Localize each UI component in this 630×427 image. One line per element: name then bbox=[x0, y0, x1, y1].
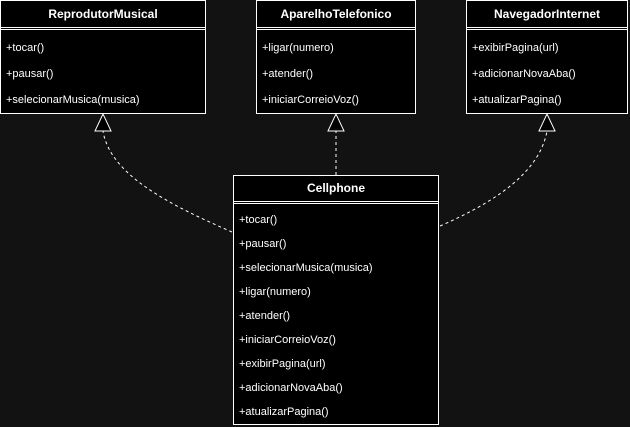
realization-line-reprodutor bbox=[102, 130, 233, 233]
method-list: +tocar() +pausar() +selecionarMusica(music… bbox=[234, 204, 438, 424]
method-item[interactable]: +pausar() bbox=[239, 238, 287, 250]
method-list: +exibirPagina(url) +adicionarNovaAba() +at… bbox=[467, 30, 627, 113]
class-divider bbox=[467, 27, 627, 30]
class-aparelho-telefonico[interactable]: AparelhoTelefonico +ligar(numero) +atende… bbox=[256, 0, 416, 114]
method-item[interactable]: +adicionarNovaAba() bbox=[472, 68, 576, 80]
method-list: +tocar() +pausar() +selecionarMusica(music… bbox=[1, 30, 205, 113]
realization-line-navegador bbox=[439, 130, 548, 227]
method-item[interactable]: +selecionarMusica(musica) bbox=[239, 262, 373, 274]
class-navegador-internet[interactable]: NavegadorInternet +exibirPagina(url) +adi… bbox=[466, 0, 628, 114]
method-item[interactable]: +iniciarCorreioVoz() bbox=[262, 94, 359, 106]
class-name: Cellphone bbox=[306, 181, 365, 195]
method-item[interactable]: +pausar() bbox=[6, 68, 54, 80]
class-divider bbox=[1, 27, 205, 30]
class-divider bbox=[234, 201, 438, 204]
method-item[interactable]: +tocar() bbox=[6, 42, 45, 54]
class-cellphone[interactable]: Cellphone +tocar() +pausar() +selecionarMu… bbox=[233, 175, 439, 425]
realization-arrowhead-navegador bbox=[538, 112, 556, 132]
method-item[interactable]: +iniciarCorreioVoz() bbox=[239, 334, 336, 346]
class-name: ReprodutorMusical bbox=[48, 7, 158, 21]
class-name: NavegadorInternet bbox=[493, 7, 601, 21]
method-item[interactable]: +atender() bbox=[262, 68, 314, 80]
method-item[interactable]: +adicionarNovaAba() bbox=[239, 382, 343, 394]
realization-arrowhead-reprodutor bbox=[94, 112, 112, 132]
method-item[interactable]: +ligar(numero) bbox=[239, 286, 311, 298]
class-name: AparelhoTelefonico bbox=[280, 7, 392, 21]
realization-arrowhead-aparelho bbox=[327, 112, 345, 132]
method-list: +ligar(numero) +atender() +iniciarCorreioV… bbox=[257, 30, 415, 113]
method-item[interactable]: +atender() bbox=[239, 310, 291, 322]
method-item[interactable]: +exibirPagina(url) bbox=[239, 358, 326, 370]
method-item[interactable]: +ligar(numero) bbox=[262, 42, 334, 54]
class-reprodutor-musical[interactable]: ReprodutorMusical +tocar() +pausar() +sele… bbox=[0, 0, 206, 114]
class-divider bbox=[257, 27, 415, 30]
method-item[interactable]: +atualizarPagina() bbox=[239, 406, 329, 418]
method-item[interactable]: +tocar() bbox=[239, 214, 278, 226]
method-item[interactable]: +atualizarPagina() bbox=[472, 94, 562, 106]
method-item[interactable]: +exibirPagina(url) bbox=[472, 42, 559, 54]
method-item[interactable]: +selecionarMusica(musica) bbox=[6, 94, 140, 106]
